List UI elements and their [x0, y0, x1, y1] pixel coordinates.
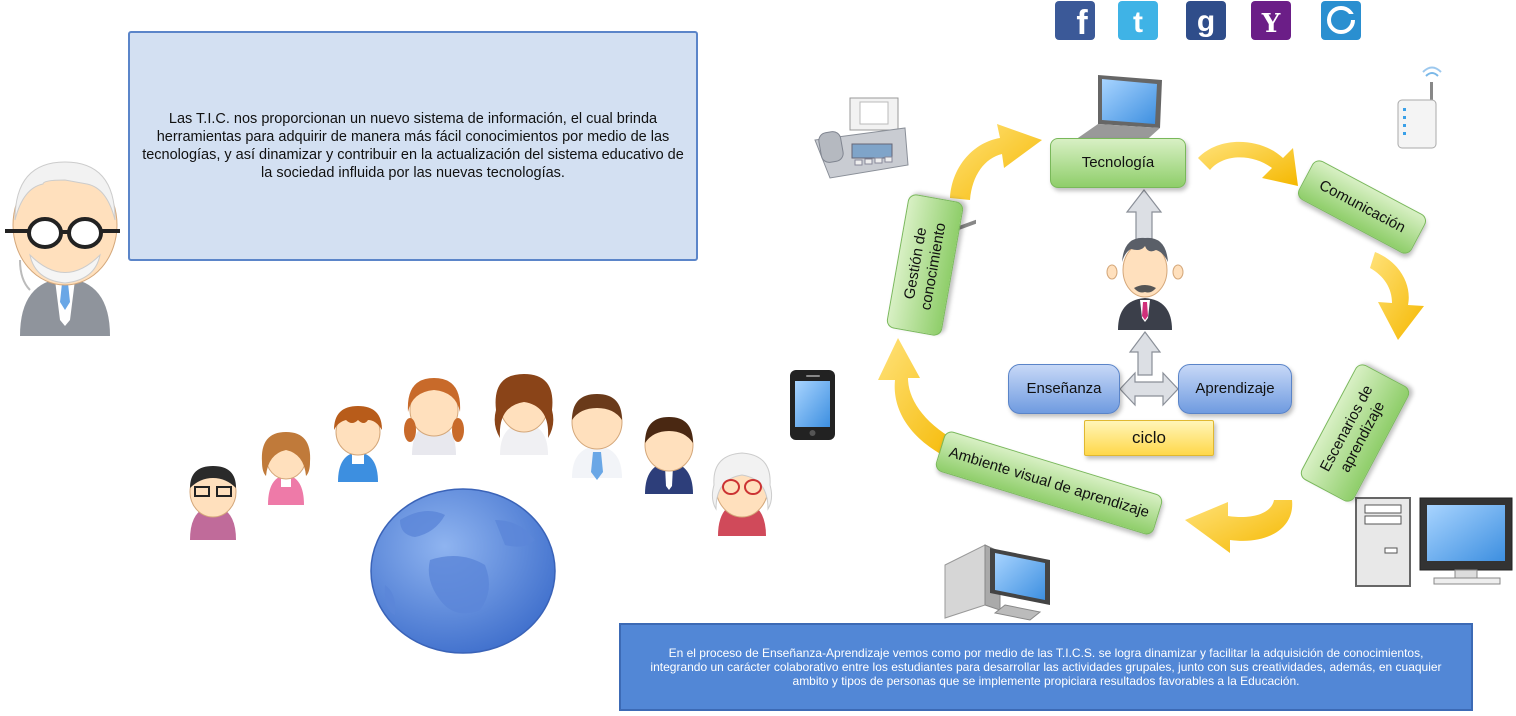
globe-icon — [370, 488, 556, 654]
node-ensenanza[interactable]: Enseñanza — [1008, 364, 1120, 414]
arrow-tecnologia-to-comunicacion — [1198, 141, 1298, 186]
professor-avatar — [5, 161, 120, 336]
person-glasses-boy — [189, 466, 237, 540]
conclusion-text: En el proceso de Enseñanza-Aprendizaje v… — [650, 646, 1442, 688]
person-girl-pink — [261, 432, 311, 505]
svg-text:Y: Y — [1261, 9, 1281, 39]
node-aprendizaje[interactable]: Aprendizaje — [1178, 364, 1292, 414]
intro-callout: Las T.I.C. nos proporcionan un nuevo sis… — [128, 31, 698, 261]
person-girl-braids — [404, 378, 464, 455]
node-ciclo[interactable]: ciclo — [1084, 420, 1214, 456]
arrow-up-to-tecnologia — [1125, 189, 1163, 241]
facebook-icon[interactable]: f — [1055, 1, 1095, 42]
person-boy-overalls — [334, 406, 382, 482]
arrow-comunicacion-to-escenarios — [1370, 252, 1424, 340]
person-man-tie — [571, 394, 623, 480]
person-grandmother — [711, 452, 773, 536]
twitter-icon[interactable]: t — [1118, 1, 1158, 40]
google-icon[interactable]: g — [1186, 1, 1226, 40]
intro-text: Las T.I.C. nos proporcionan un nuevo sis… — [142, 111, 684, 181]
conclusion-callout: En el proceso de Enseñanza-Aprendizaje v… — [619, 623, 1473, 711]
teacher-avatar — [1106, 237, 1184, 330]
cycle-arrows — [878, 124, 1424, 553]
arrow-up-to-teacher — [1128, 331, 1162, 376]
svg-text:g: g — [1197, 5, 1215, 38]
yahoo-icon[interactable]: Y — [1251, 1, 1291, 40]
arrow-double-horizontal — [1119, 371, 1179, 407]
person-man-suit — [644, 417, 694, 494]
desktop-computer-icon — [944, 219, 1050, 621]
workstation-icon — [1355, 497, 1513, 587]
node-tecnologia[interactable]: Tecnología — [1050, 138, 1186, 188]
person-woman-curly — [494, 374, 554, 455]
svg-text:f: f — [1076, 4, 1088, 42]
people-row — [189, 374, 773, 540]
router-icon — [1397, 66, 1442, 149]
svg-text:t: t — [1133, 6, 1143, 39]
arrow-escenarios-to-ambiente — [1185, 500, 1293, 553]
smartphone-icon — [790, 370, 835, 440]
arrow-gestion-to-tecnologia — [950, 124, 1042, 200]
center-arrows — [1119, 189, 1179, 407]
arrow-ambiente-to-gestion — [878, 338, 962, 460]
fax-icon — [814, 97, 909, 179]
other-service-icon[interactable] — [1321, 1, 1361, 40]
